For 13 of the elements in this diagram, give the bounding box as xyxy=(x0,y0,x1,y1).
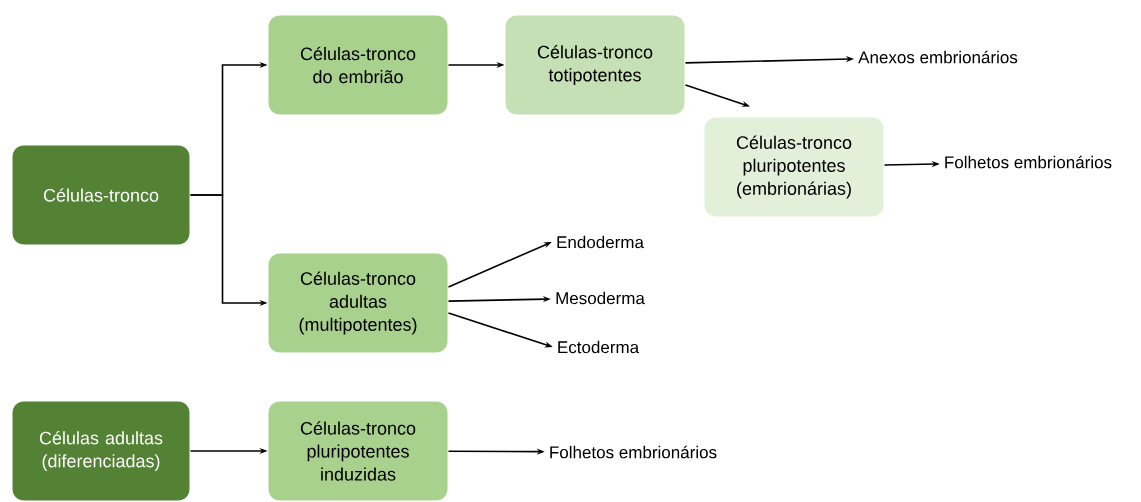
cell-box: Células-tronco pluripotentes induzidas xyxy=(267,400,449,502)
outcome-label: Endoderma xyxy=(557,235,644,249)
cell-box: Células-tronco adultas (multipotentes) xyxy=(267,252,449,354)
cell-box: Células-tronco xyxy=(11,144,191,246)
cell-box: Células-tronco pluripotentes (embrionárias) xyxy=(703,116,885,218)
outcome-label: Mesoderma xyxy=(556,291,645,305)
cell-box: Células adultas (diferenciadas) xyxy=(11,400,191,502)
outcome-label: Folhetos embrionários xyxy=(550,445,717,459)
outcome-label: Ectoderma xyxy=(558,340,640,354)
outcome-label: Folhetos embrionários xyxy=(945,155,1112,169)
cell-box: Células-tronco do embrião xyxy=(267,14,449,116)
cell-box: Células-tronco totipotentes xyxy=(504,14,686,116)
outcome-label: Anexos embrionários xyxy=(858,50,1018,64)
